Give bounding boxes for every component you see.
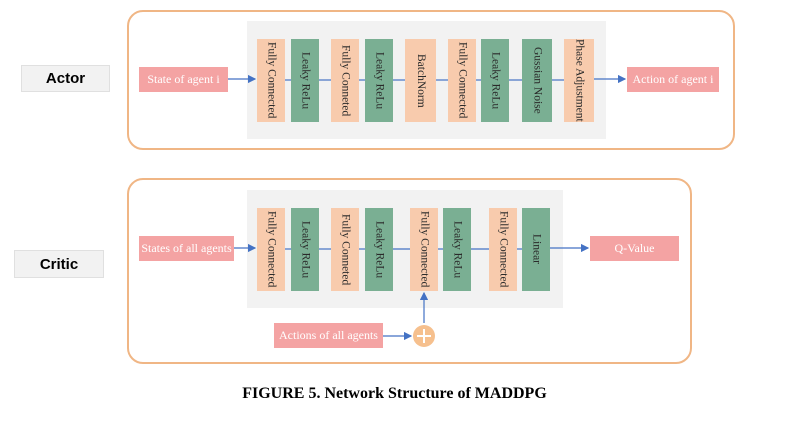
critic-layer-fully-connected-2: Fully Conneted: [331, 208, 359, 291]
critic-layer-leaky-relu-1: Leaky ReLu: [291, 208, 319, 291]
actor-layer-leaky-relu-1: Leaky ReLu: [291, 39, 319, 122]
actor-layer-leaky-relu-3: Leaky ReLu: [481, 39, 509, 122]
critic-layer-leaky-relu-3: Leaky ReLu: [443, 208, 471, 291]
critic-output-box: Q-Value: [590, 236, 679, 261]
actor-layer-gaussian-noise: Gussian Noise: [522, 39, 552, 122]
figure-caption: FIGURE 5. Network Structure of MADDPG: [242, 385, 547, 402]
actor-output-box: Action of agent i: [627, 67, 719, 92]
critic-actions-box: Actions of all agents: [274, 323, 383, 348]
critic-layer-fully-connected-3: Fully Connected: [410, 208, 438, 291]
critic-layer-linear: Linear: [522, 208, 550, 291]
critic-layer-fully-connected-1: Fully Connected: [257, 208, 285, 291]
critic-input-box: States of all agents: [139, 236, 234, 261]
adder-icon: [413, 325, 435, 347]
actor-layer-fully-connected-1: Fully Connected: [257, 39, 285, 122]
actor-layer-leaky-relu-2: Leaky ReLu: [365, 39, 393, 122]
actor-layer-fully-connected-2: Fully Conneted: [331, 39, 359, 122]
critic-layer-fully-connected-4: Fully Connected: [489, 208, 517, 291]
actor-label: Actor: [21, 65, 110, 92]
actor-layer-phase-adjustment: Phase Adjustment: [564, 39, 594, 122]
actor-layer-fully-connected-3: Fully Connected: [448, 39, 476, 122]
actor-layer-batchnorm: BatchNorm: [405, 39, 436, 122]
actor-input-box: State of agent i: [139, 67, 228, 92]
critic-layer-leaky-relu-2: Leaky ReLu: [365, 208, 393, 291]
critic-label: Critic: [14, 250, 104, 278]
